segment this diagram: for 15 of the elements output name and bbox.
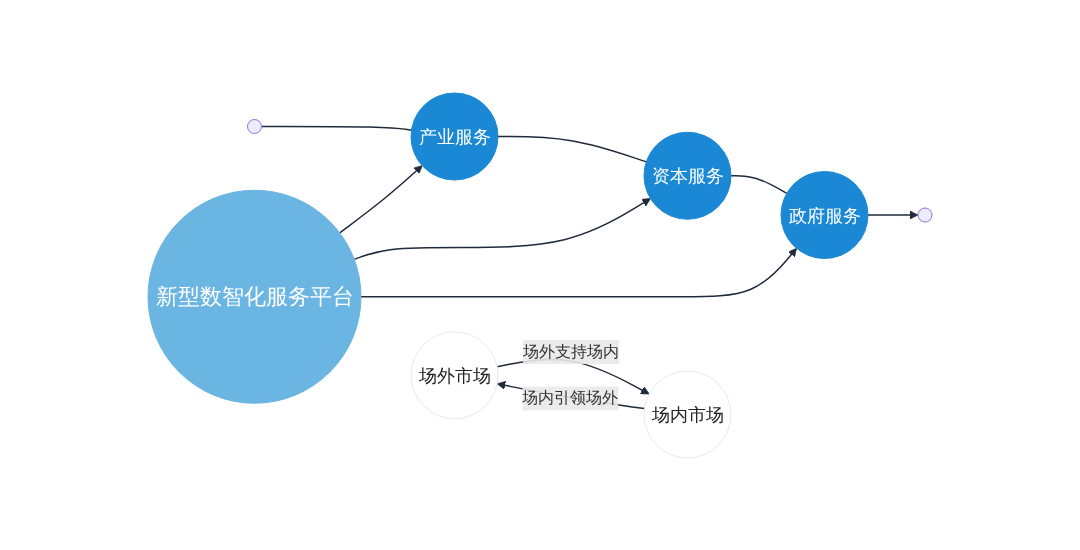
node-circle: 资本服务 bbox=[643, 131, 732, 220]
arrow bbox=[353, 197, 651, 260]
edge-label: 场内引领场外 bbox=[522, 387, 619, 407]
connector bbox=[730, 174, 788, 194]
connector bbox=[260, 125, 413, 131]
arrow bbox=[360, 247, 797, 297]
node-circle: 场内市场 bbox=[643, 370, 732, 458]
arrow bbox=[339, 164, 423, 234]
edge-label: 场外支持场内 bbox=[523, 341, 619, 361]
node-circle: 产业服务 bbox=[410, 92, 499, 180]
node-circle: 政府服务 bbox=[780, 170, 869, 259]
node-circle: 新型数智化服务平台 bbox=[147, 189, 362, 404]
node-circle: 场外市场 bbox=[410, 330, 499, 419]
connector bbox=[497, 135, 648, 163]
arrow bbox=[867, 210, 919, 219]
